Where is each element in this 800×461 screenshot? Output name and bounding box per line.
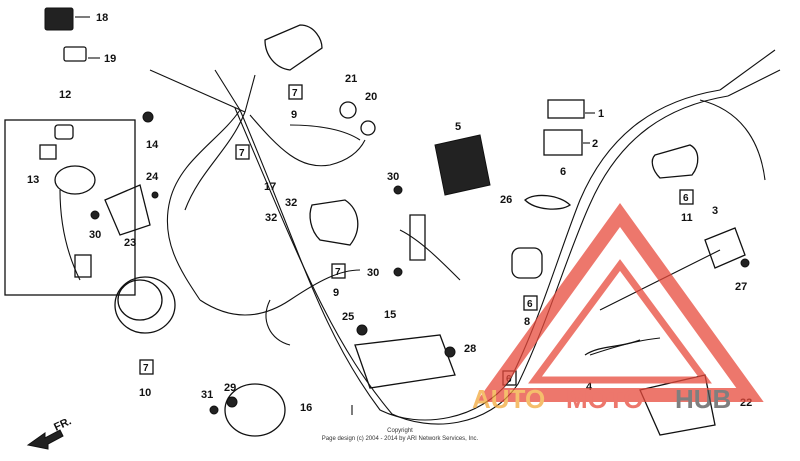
part-relay-18 [44, 7, 74, 31]
callout-17: 17 [264, 181, 276, 193]
watermark-logo: AUTO MOTO HUB [472, 203, 764, 414]
boxed-ref-6a: 6 [683, 193, 689, 204]
callout-16: 16 [300, 402, 312, 414]
part-coil-3 [704, 227, 746, 269]
callout-27: 27 [735, 281, 747, 293]
part-regulator-5 [409, 134, 491, 261]
callout-8: 8 [524, 316, 530, 328]
part-bracket-23 [104, 184, 151, 236]
part-bolts [90, 111, 750, 415]
footer: Copyright Page design (c) 2004 - 2014 by… [322, 428, 479, 442]
callout-14: 14 [146, 139, 159, 151]
boxed-ref-7d: 7 [143, 363, 149, 374]
callout-11: 11 [681, 212, 693, 224]
callout-24: 24 [146, 171, 159, 183]
callout-3: 3 [712, 205, 718, 217]
boxed-ref-7a: 7 [292, 88, 298, 99]
callout-19: 19 [104, 53, 116, 65]
part-hose-4 [584, 339, 641, 356]
callout-21: 21 [345, 73, 357, 85]
callout-6: 6 [560, 166, 566, 178]
part-headlight-10 [114, 276, 176, 334]
part-clip-26 [524, 194, 572, 210]
part-grommet-20-21 [339, 101, 376, 136]
callout-26: 26 [500, 194, 512, 206]
part-relay-1 [547, 99, 585, 119]
callout-4: 4 [586, 381, 593, 393]
watermark-text-hub: HUB [675, 384, 731, 414]
callout-15: 15 [384, 309, 396, 321]
callout-12: 12 [59, 89, 71, 101]
callout-29: 29 [224, 382, 236, 394]
callout-10: 10 [139, 387, 151, 399]
callout-labels: 18 19 12 13 14 24 30 23 1 2 3 4 5 6 8 9 … [27, 12, 752, 414]
part-socket-9a [264, 24, 323, 71]
boxed-ref-6b: 6 [527, 299, 533, 310]
part-fuse-19 [63, 46, 87, 62]
callout-32a: 32 [285, 197, 297, 209]
part-socket-9b [309, 199, 359, 246]
footer-line1: Copyright [387, 428, 413, 434]
callout-31: 31 [201, 389, 213, 401]
part-horn-16 [224, 383, 286, 437]
callout-13: 13 [27, 174, 39, 186]
callout-20: 20 [365, 91, 377, 103]
callout-28: 28 [464, 343, 476, 355]
watermark-text-auto: AUTO [472, 384, 545, 414]
part-relay-2 [543, 129, 583, 156]
watermark-text-moto: MOTO [566, 384, 644, 414]
callout-9b: 9 [333, 287, 339, 299]
direction-label: FR. [52, 415, 73, 433]
boxed-ref-7c: 7 [335, 267, 341, 278]
callout-23: 23 [124, 237, 136, 249]
callout-18: 18 [96, 12, 108, 24]
footer-line2: Page design (c) 2004 - 2014 by ARI Netwo… [322, 436, 479, 442]
callout-30c: 30 [367, 267, 379, 279]
callout-1: 1 [598, 108, 604, 120]
callout-5: 5 [455, 121, 461, 133]
main-harness [59, 49, 781, 425]
part-socket-11 [651, 144, 699, 179]
part-ignition-switch-12 [4, 119, 136, 296]
callout-25: 25 [342, 311, 354, 323]
callout-30a: 30 [89, 229, 101, 241]
callout-2: 2 [592, 138, 598, 150]
callout-9a: 9 [291, 109, 297, 121]
callout-30b: 30 [387, 171, 399, 183]
part-bracket-15 [354, 334, 456, 389]
callout-32b: 32 [265, 212, 277, 224]
leader-lines [75, 16, 595, 415]
boxed-ref-7b: 7 [239, 148, 245, 159]
part-socket-8 [511, 247, 543, 279]
front-direction-arrow: FR. [26, 415, 73, 450]
